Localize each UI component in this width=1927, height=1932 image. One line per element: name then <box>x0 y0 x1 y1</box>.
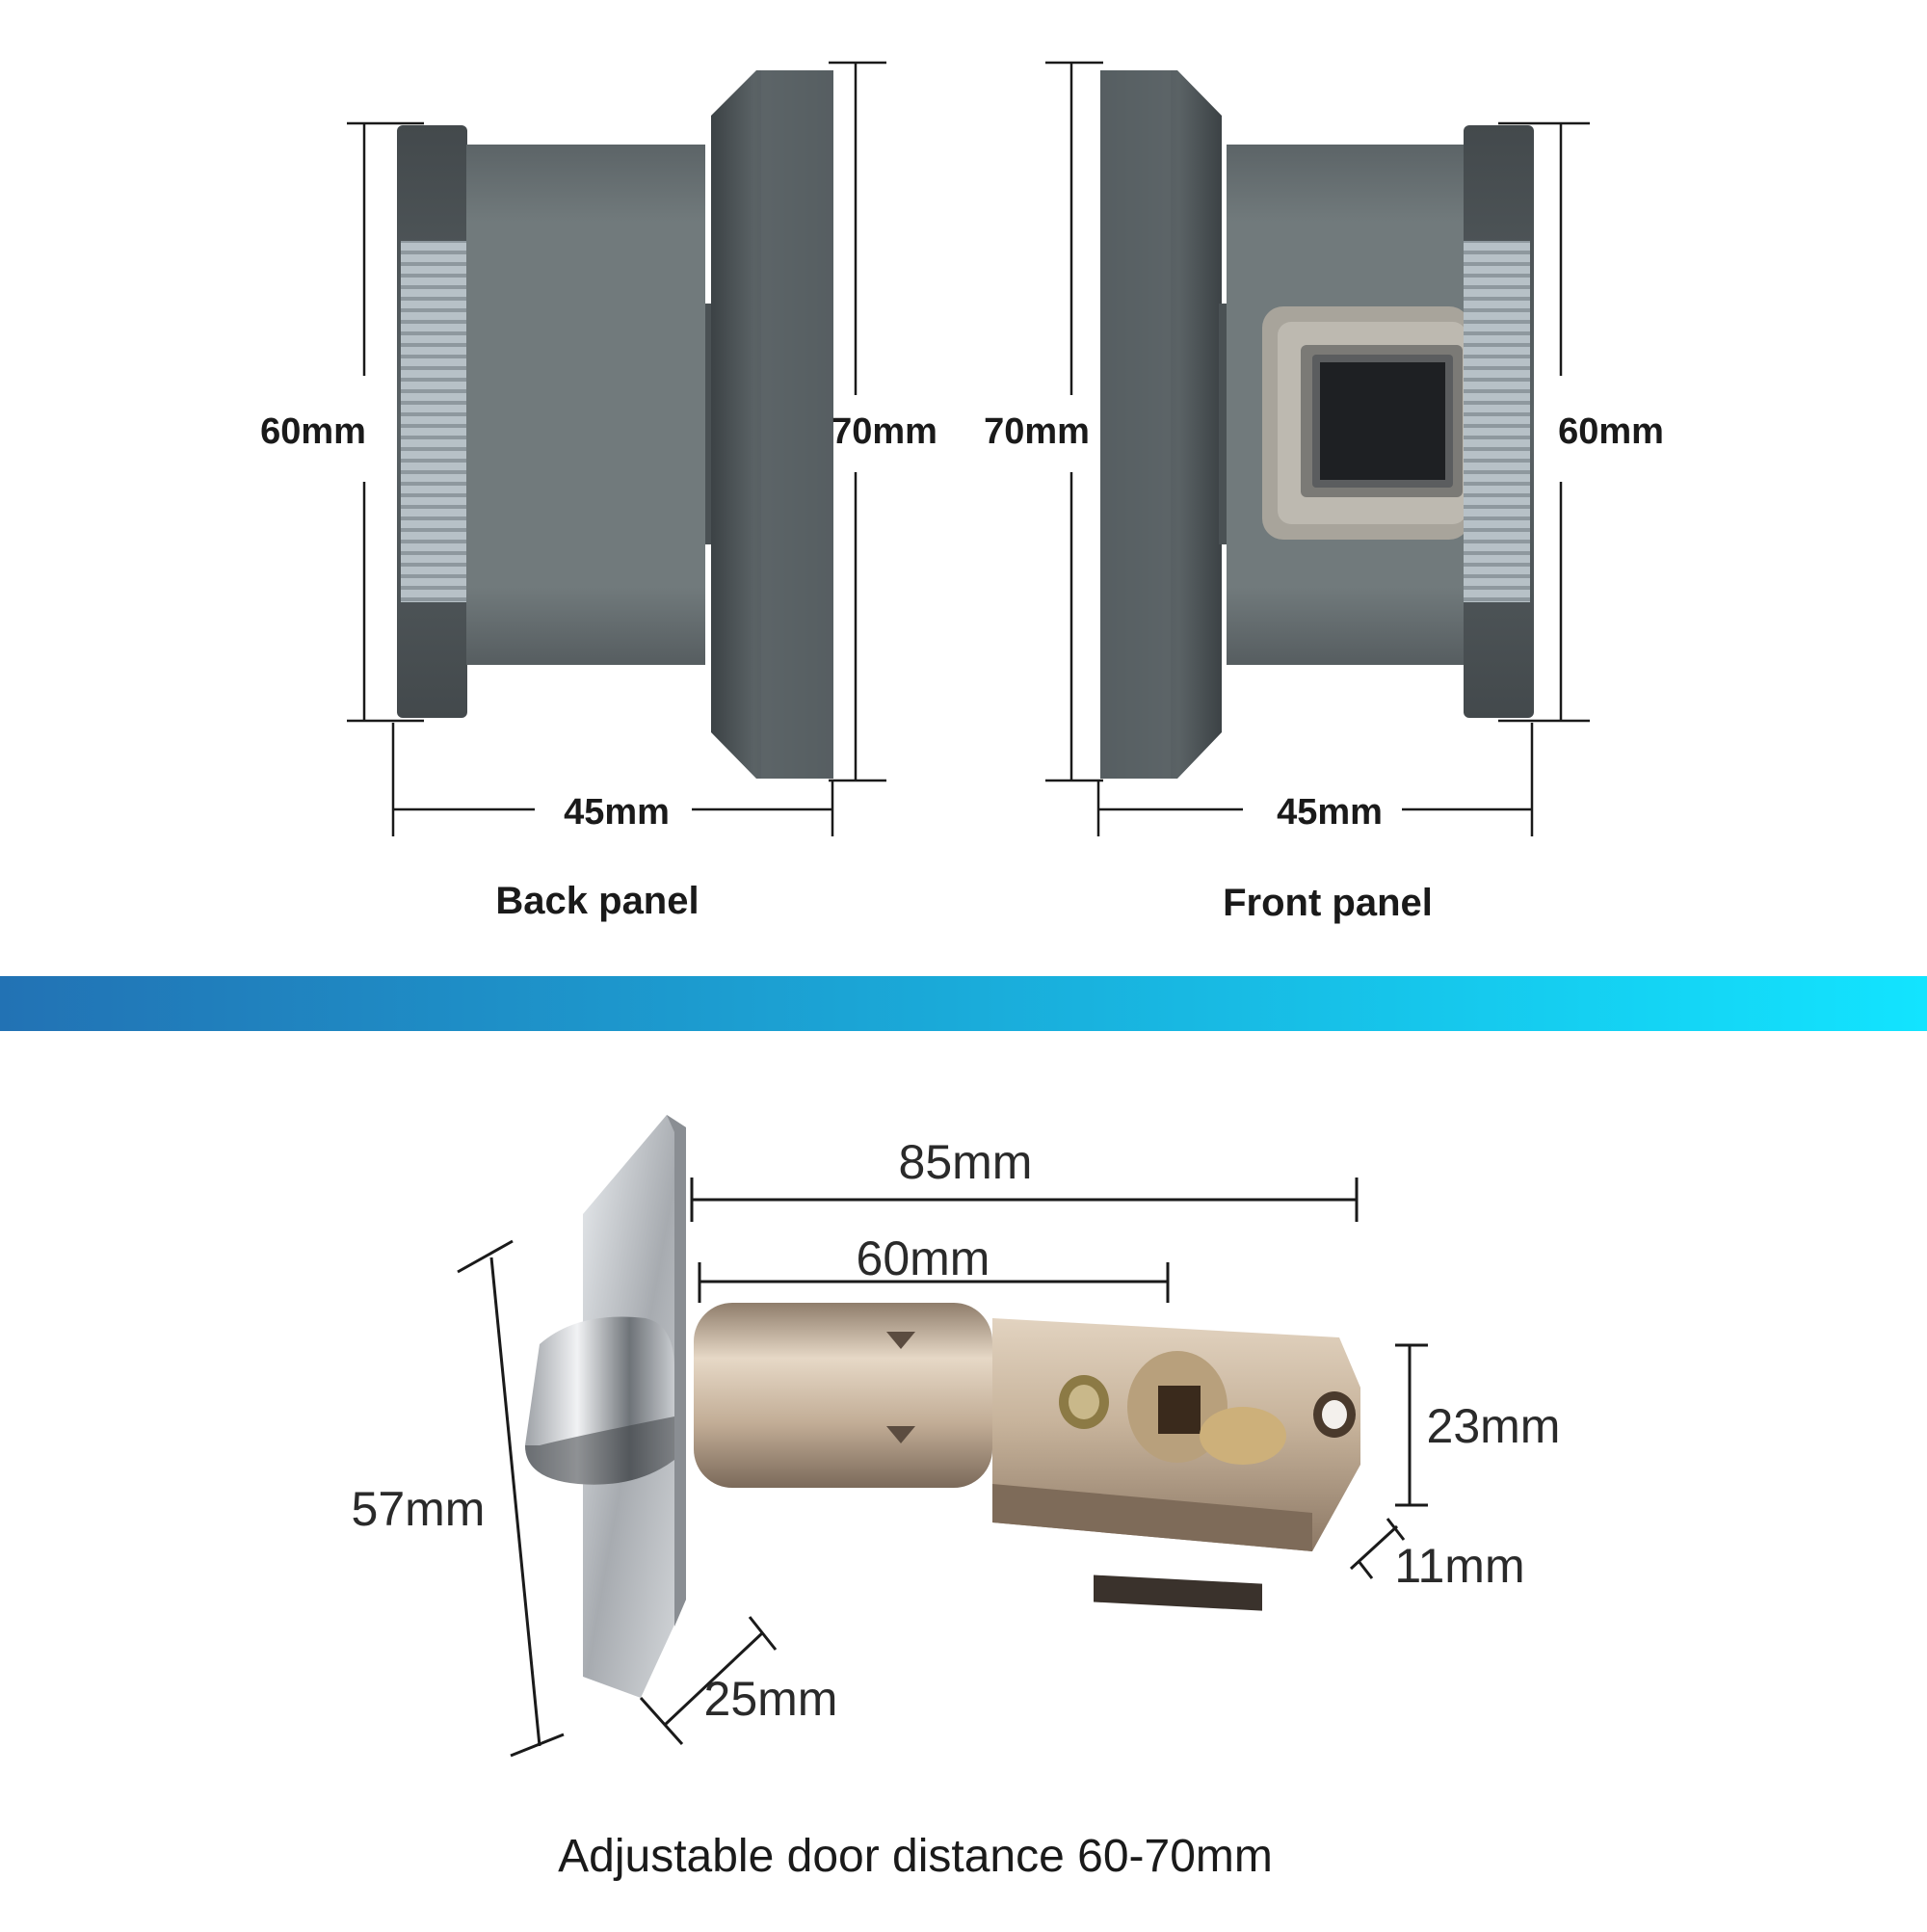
back-dim-knob-height: 60mm <box>260 121 424 723</box>
grip-ridges <box>1464 241 1530 602</box>
back-dim-60-label: 60mm <box>260 411 366 452</box>
latch-dim-57-label: 57mm <box>352 1482 486 1536</box>
front-dim-45-label: 45mm <box>1277 792 1383 833</box>
latch-tube <box>694 1303 992 1488</box>
latch-dim-23-label: 23mm <box>1427 1399 1561 1453</box>
latch-dim-60-label: 60mm <box>857 1231 990 1285</box>
front-dim-knob-height: 60mm <box>1498 121 1664 723</box>
latch-dim-25-label: 25mm <box>704 1672 838 1726</box>
front-dim-60-label: 60mm <box>1558 411 1664 452</box>
fingerprint-sensor-icon <box>1262 306 1470 540</box>
back-dim-70-label: 70mm <box>832 411 937 452</box>
back-panel-caption: Back panel <box>495 880 699 922</box>
latch-dim-plate-height: 57mm <box>352 1239 565 1758</box>
front-panel-caption: Front panel <box>1223 882 1433 924</box>
back-dim-45-label: 45mm <box>564 792 670 833</box>
back-dim-depth: 45mm <box>391 723 834 836</box>
front-panel: 70mm 60mm 45mm Front panel <box>984 61 1664 924</box>
grip-ridges <box>401 241 467 602</box>
latch-dim-case-width: 11mm <box>1349 1518 1525 1593</box>
front-dim-plate-height: 70mm <box>984 61 1103 782</box>
latch-dim-plate-width: 25mm <box>639 1616 838 1746</box>
latch-caption: Adjustable door distance 60-70mm <box>558 1831 1273 1882</box>
latch-dim-bolt-length: 60mm <box>698 1231 1170 1303</box>
back-knob <box>397 125 467 718</box>
divider-band <box>0 976 1927 1031</box>
back-body <box>466 145 705 665</box>
front-dim-70-label: 70mm <box>984 411 1090 452</box>
latch-dim-11-label: 11mm <box>1394 1539 1524 1593</box>
back-dim-plate-height: 70mm <box>829 61 937 782</box>
front-dim-depth: 45mm <box>1096 723 1534 836</box>
latch-dim-85-label: 85mm <box>899 1135 1033 1189</box>
latch-assembly: 85mm 60mm 57mm 25mm 23mm <box>352 1115 1561 1882</box>
back-panel: 60mm 70mm 45mm Back panel <box>260 61 937 922</box>
latch-dim-case-height: 23mm <box>1395 1343 1561 1507</box>
front-knob <box>1464 125 1534 718</box>
latch-dim-total-length: 85mm <box>690 1135 1359 1222</box>
